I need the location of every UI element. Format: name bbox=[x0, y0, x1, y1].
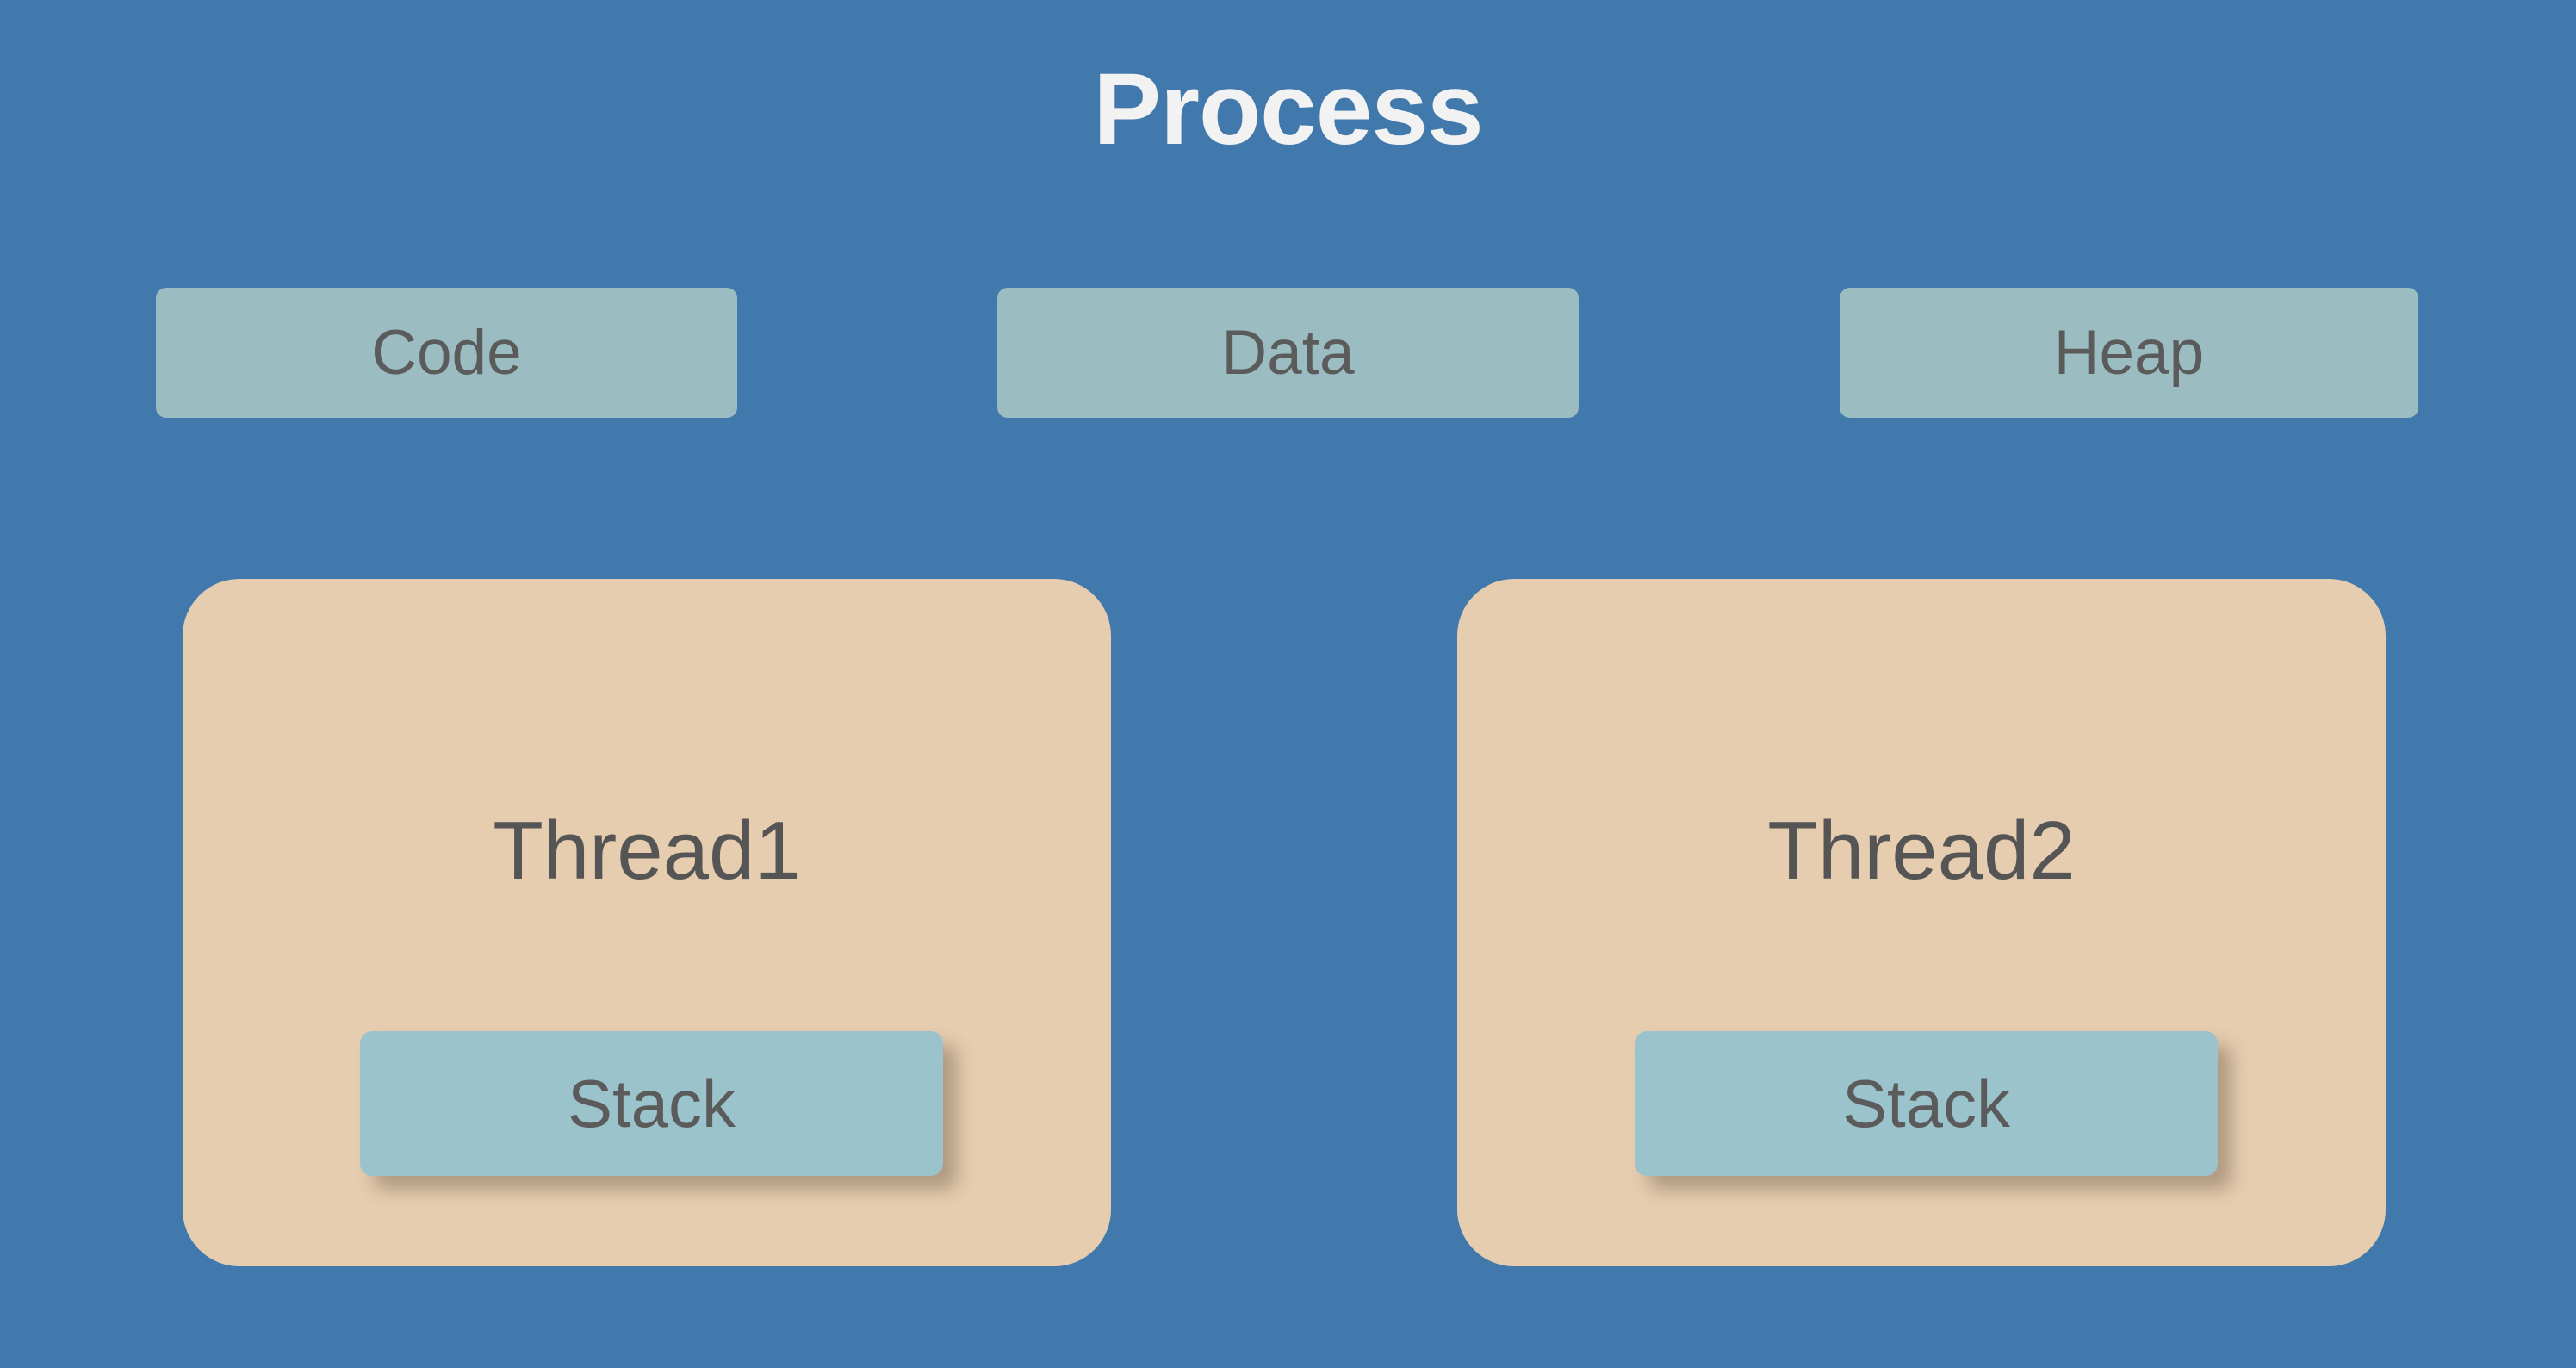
thread-label-1: Thread1 bbox=[493, 805, 801, 897]
segment-label-code: Code bbox=[371, 318, 522, 388]
segment-label-data: Data bbox=[1221, 318, 1355, 388]
segment-box-heap[interactable]: Heap bbox=[1840, 288, 2418, 418]
stack-box-2[interactable]: Stack bbox=[1635, 1031, 2218, 1176]
stack-label-1: Stack bbox=[567, 1066, 736, 1141]
stack-box-1[interactable]: Stack bbox=[360, 1031, 943, 1176]
thread-box-2[interactable]: Thread2 Stack bbox=[1457, 579, 2386, 1266]
segment-box-code[interactable]: Code bbox=[156, 288, 737, 418]
page-title: Process bbox=[1093, 53, 1483, 166]
segment-box-data[interactable]: Data bbox=[997, 288, 1579, 418]
stack-label-2: Stack bbox=[1841, 1066, 2011, 1141]
thread-box-1[interactable]: Thread1 Stack bbox=[183, 579, 1111, 1266]
segment-label-heap: Heap bbox=[2053, 318, 2205, 388]
thread-label-2: Thread2 bbox=[1767, 805, 2076, 897]
